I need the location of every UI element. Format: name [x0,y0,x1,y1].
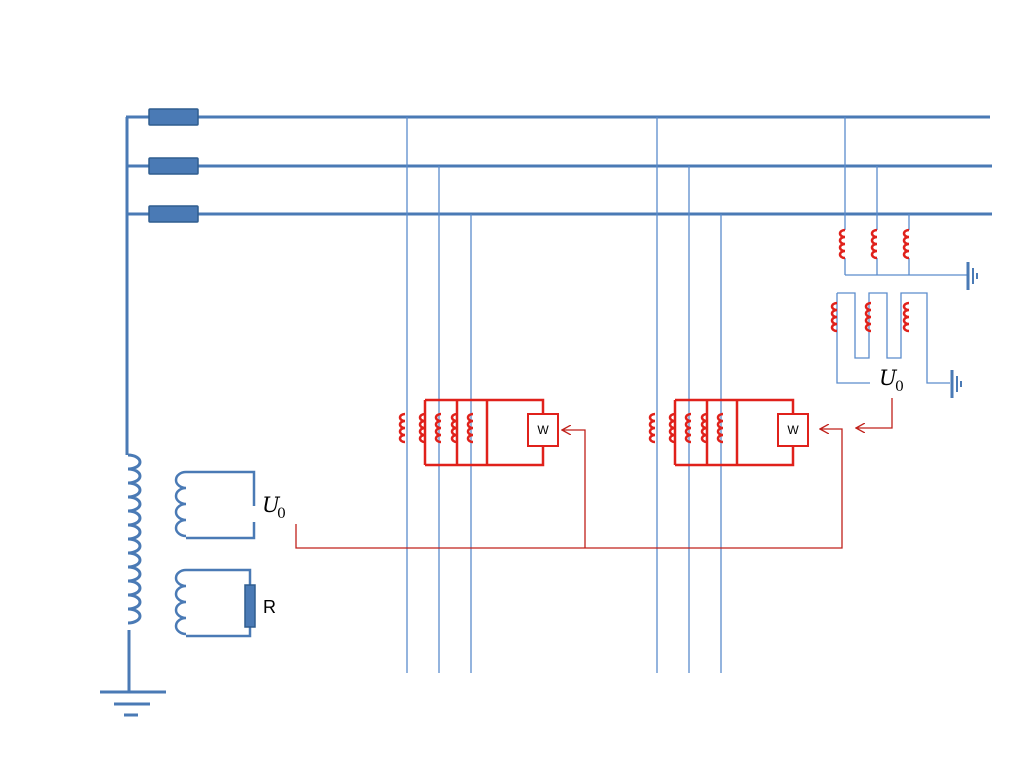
vt-connections [836,117,968,384]
ground-symbol-main [100,690,166,717]
wattmeter-1 [527,413,559,447]
grounding-coil [127,453,142,625]
feeder-2 [656,117,722,673]
fuse-phase-a [148,108,199,126]
fuses [148,108,199,223]
resistor-r [244,584,256,628]
u0-label-right: U 0 [879,366,904,395]
u0-label-left: U 0 [262,493,286,522]
fuse-phase-c [148,205,199,223]
vt-primary-coils [838,228,910,260]
secondary-winding-r [174,568,252,638]
wattmeter-2 [777,413,809,447]
svg-text:0: 0 [895,379,904,395]
svg-text:U: U [879,366,898,390]
u0-wire-right [856,398,893,428]
u0-wire-wattmeter-1 [562,430,586,548]
ct-group-feeder-2 [648,398,795,467]
ground-symbol-vt-primary [966,262,978,290]
wattmeter-1-label: W [537,423,549,437]
fuse-phase-b [148,157,199,175]
ct-group-feeder-1 [398,398,545,467]
busbars [125,115,992,692]
vt-secondary-coils [830,301,910,333]
secondary-winding-u0 [174,470,256,540]
ground-symbol-vt-secondary [950,370,962,398]
u0-wire-left [295,429,843,549]
feeder-1 [406,117,472,673]
u0-signal-wires [295,398,893,549]
resistor-label: R [263,597,276,617]
wattmeter-2-label: W [787,423,799,437]
svg-text:0: 0 [277,506,286,522]
svg-text:U: U [262,493,281,517]
